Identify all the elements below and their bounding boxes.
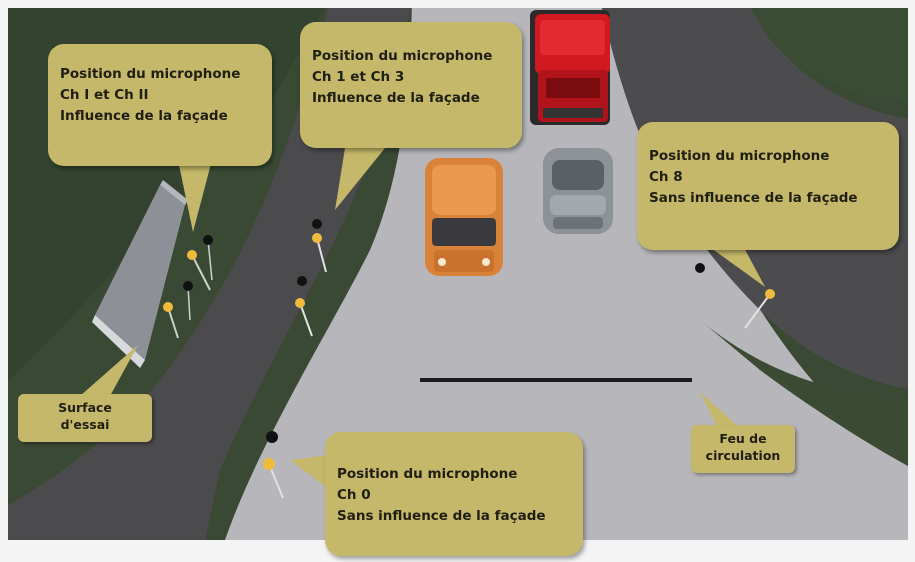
callout-top-left-line3: Influence de la façade [60,108,228,124]
microphone-ch-3 [295,276,313,337]
test-facade-wall [95,185,185,360]
label-traffic-light-line1: Feu de [719,431,767,446]
callout-top-center: Position du microphone Ch 1 et Ch 3 Infl… [300,22,522,148]
label-test-surface-line2: d'essai [60,417,110,432]
callout-top-center-line1: Position du microphone [312,48,493,64]
pointer-right [700,240,765,287]
pointer-top-left [178,160,212,232]
callout-right-line1: Position du microphone [649,148,830,164]
microphone-ch-0 [263,431,284,499]
pointer-test-surface [80,345,138,396]
grey-car [543,148,613,234]
callout-right: Position du microphone Ch 8 Sans influen… [637,122,899,250]
callout-top-center-line2: Ch 1 et Ch 3 [312,69,405,85]
callout-top-left-line2: Ch I et Ch II [60,87,149,103]
right-frame [908,0,915,562]
callout-bottom-center-line2: Ch 0 [337,487,371,503]
callout-right-line2: Ch 8 [649,169,683,185]
microphone-ch-8 [695,263,775,329]
callout-top-left-line1: Position du microphone [60,66,241,82]
microphone-ch-I [187,235,213,291]
callout-bottom-center-line3: Sans influence de la façade [337,508,546,524]
orange-van [425,158,503,276]
traffic-light-bar [420,378,692,382]
top-frame [0,0,915,8]
microphone-ch-II [163,281,193,339]
main-road [225,0,915,540]
label-test-surface: Surface d'essai [18,394,152,442]
label-traffic-light: Feu de circulation [691,425,795,473]
callout-bottom-center: Position du microphone Ch 0 Sans influen… [325,432,583,556]
pointer-bottom-center [290,455,330,490]
red-truck [530,10,610,125]
label-traffic-light-line2: circulation [705,448,781,463]
left-frame [0,0,8,562]
pointer-top-center [335,148,385,210]
test-facade-top [160,180,188,205]
grass-right-upper [745,0,915,100]
microphone-ch-1 [312,219,327,273]
callout-top-center-line3: Influence de la façade [312,90,480,106]
grass-right-lower [700,320,915,470]
pointer-traffic-light [700,392,740,428]
callout-top-left: Position du microphone Ch I et Ch II Inf… [48,44,272,166]
label-test-surface-line1: Surface [58,400,112,415]
callout-bottom-center-line1: Position du microphone [337,466,518,482]
callout-right-line3: Sans influence de la façade [649,190,858,206]
